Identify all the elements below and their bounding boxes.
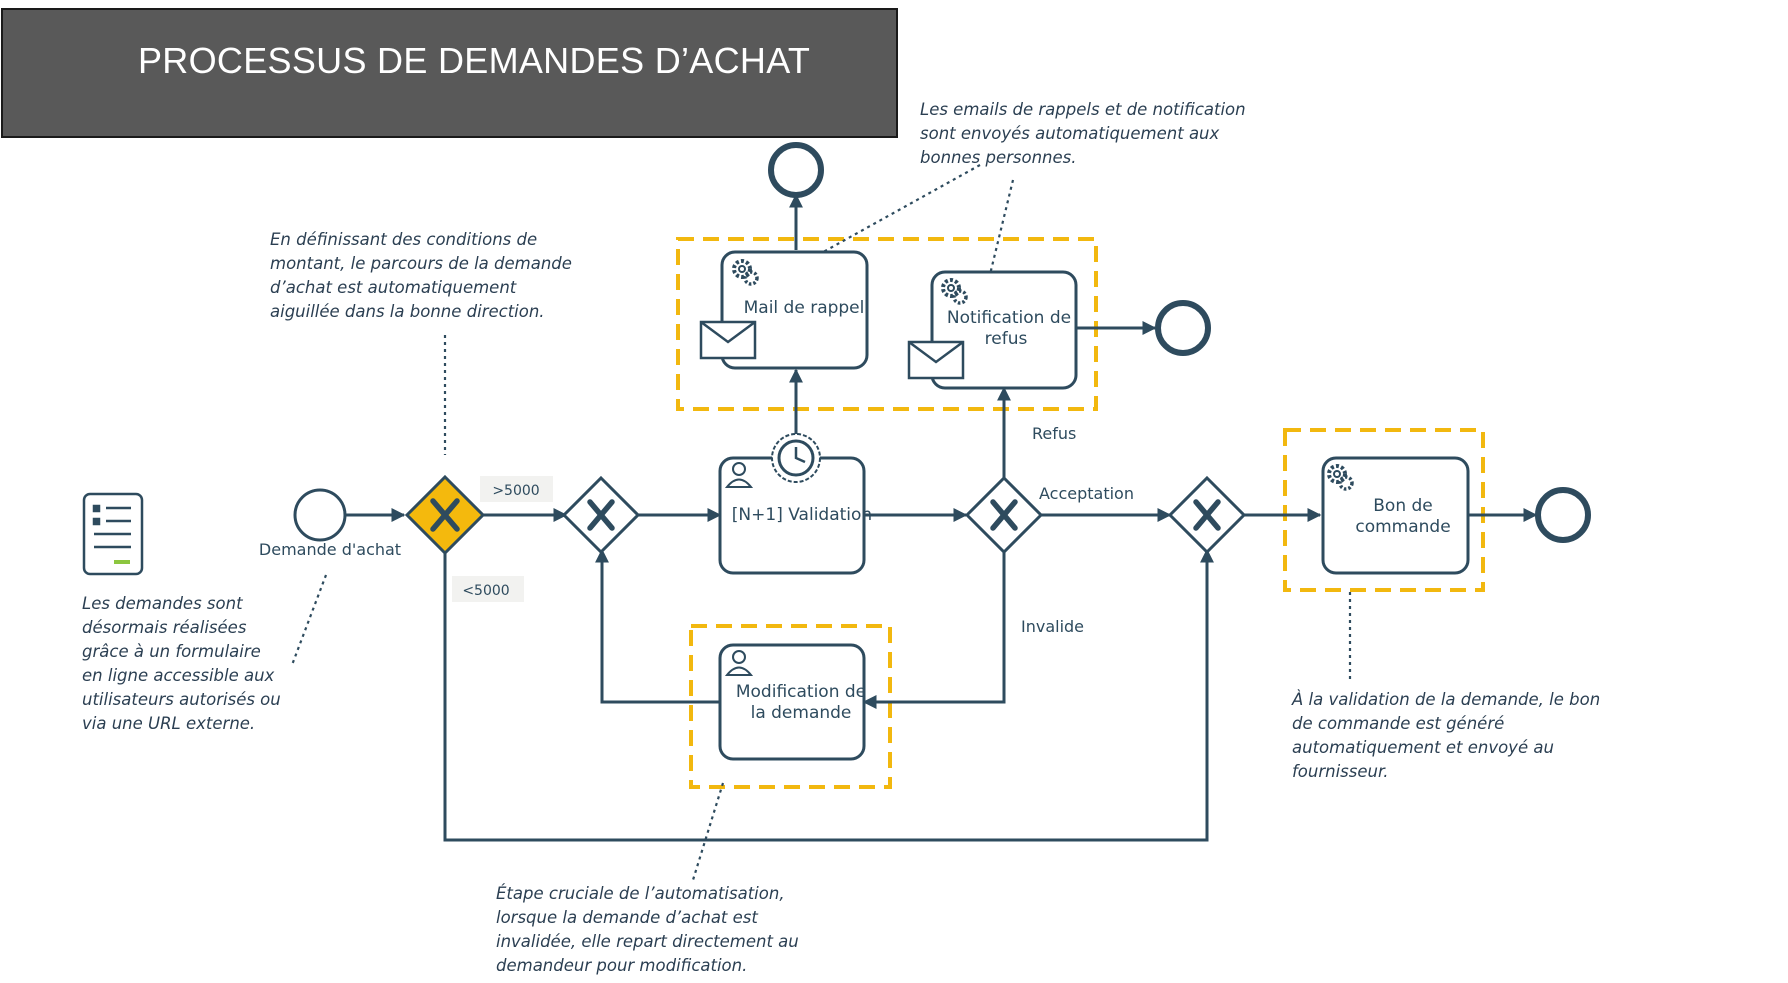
task-modification-label-1: Modification de — [736, 682, 866, 702]
highlight-auto-notifications — [676, 237, 1098, 411]
annotation-bon-commande: À la validation de la demande, le bon de… — [1292, 690, 1601, 781]
task-notification-refus — [930, 270, 1078, 390]
start-event-label: Demande d'achat — [259, 540, 401, 559]
annotation-conditions: En définissant des conditions de montant… — [270, 230, 572, 321]
highlight-modification — [689, 624, 892, 789]
gear-icon — [941, 278, 968, 305]
gateway-amount — [404, 474, 486, 556]
task-modification-label-2: la demande — [751, 703, 852, 723]
task-modification — [718, 643, 866, 761]
task-bon-commande-label-2: commande — [1355, 517, 1450, 537]
flow-label-gt5000: >5000 — [492, 483, 539, 499]
flow-modification-back — [595, 548, 720, 704]
end-event-refus — [1155, 300, 1211, 356]
assoc-modification — [691, 782, 725, 881]
task-mail-rappel — [720, 250, 869, 370]
gear-icon — [1327, 464, 1354, 491]
task-bon-commande-label-1: Bon de — [1373, 496, 1433, 516]
annotation-form: Les demandes sont désormais réalisées gr… — [82, 594, 281, 733]
user-icon — [724, 650, 754, 676]
assoc-form — [290, 574, 328, 666]
envelope-icon — [699, 320, 757, 360]
gateway-merge-validation — [561, 475, 641, 555]
flow-lt5000 — [443, 548, 1214, 842]
gear-icon — [732, 259, 759, 286]
task-validation-label: [N+1] Validation — [732, 505, 872, 525]
flow-label-refus: Refus — [1032, 424, 1076, 443]
task-mail-rappel-label: Mail de rappel — [744, 298, 865, 318]
annotation-emails: Les emails de rappels et de notification… — [920, 100, 1246, 167]
form-icon — [82, 492, 144, 576]
user-icon — [724, 462, 754, 488]
flow-label-lt5000: <5000 — [462, 583, 509, 599]
flow-invalide — [862, 552, 1006, 709]
gateway-merge-commande — [1167, 475, 1247, 555]
end-event-mail — [768, 142, 824, 198]
title-banner: PROCESSUS DE DEMANDES D’ACHAT — [1, 8, 898, 138]
page-title: PROCESSUS DE DEMANDES D’ACHAT — [138, 40, 811, 81]
task-notification-label-2: refus — [985, 329, 1028, 349]
end-event-commande — [1535, 487, 1591, 543]
task-bon-commande — [1321, 456, 1470, 575]
gateway-decision — [964, 475, 1044, 555]
task-notification-label-1: Notification de — [947, 308, 1071, 328]
envelope-icon — [907, 340, 965, 380]
flow-label-invalide: Invalide — [1021, 617, 1084, 636]
highlight-bon-commande — [1283, 428, 1485, 592]
flow-label-acceptation: Acceptation — [1039, 484, 1134, 503]
start-event — [293, 488, 347, 542]
timer-icon — [771, 433, 821, 483]
annotation-modification: Étape cruciale de l’automatisation, lors… — [496, 884, 799, 975]
